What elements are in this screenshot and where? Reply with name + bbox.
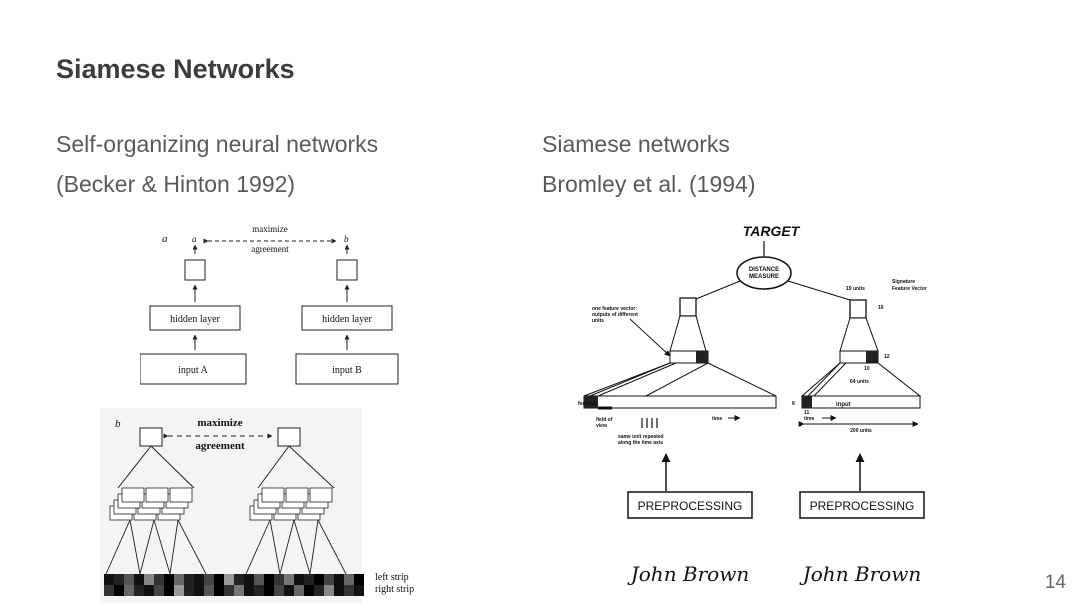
right-strip-label: right strip [375, 584, 414, 595]
output-unit-right [336, 259, 358, 281]
slide-title: Siamese Networks [56, 54, 295, 84]
node-a-label: a [192, 234, 197, 244]
agreement-label-a: agreement [251, 244, 289, 254]
units-64-label: 64 units [850, 379, 869, 385]
feature-vector-left [679, 297, 697, 317]
figure-b: b maximize agreement left strip right st… [100, 408, 414, 603]
num-11-label: 11 [804, 410, 810, 416]
panel-a-label: a [162, 233, 168, 245]
figure-bromley: TARGET DISTANCE MEASURE one feature vect… [578, 223, 927, 586]
connection-lines [105, 445, 347, 575]
distance-measure-node [736, 256, 792, 290]
maximize-label-a: maximize [252, 224, 288, 234]
maximize-label-b: maximize [197, 417, 242, 429]
signature-right: John Brown [799, 562, 921, 586]
hidden-stacks [109, 487, 333, 521]
feature-vector-note-2: outputs of different [592, 312, 638, 318]
lower-cone-left [583, 362, 777, 397]
target-label: TARGET [743, 223, 801, 239]
input-layer-right [801, 395, 921, 409]
signature-left: John Brown [627, 562, 749, 586]
num-10-label: 10 [864, 366, 870, 372]
num-16-label: 16 [878, 305, 884, 311]
upper-cone-left [669, 315, 707, 352]
field-of-view-1: field of [596, 417, 613, 423]
units-19-label: 19 units [846, 286, 865, 292]
feature-vector-note-3: units [592, 318, 604, 324]
input-b-label: input B [332, 365, 362, 376]
node-b-label: b [344, 234, 349, 244]
agreement-label-b: agreement [195, 440, 245, 452]
num-12-label: 12 [884, 354, 890, 360]
input-strip [104, 574, 364, 596]
input-layer-left [583, 395, 777, 409]
signature-label-1: Signature [892, 279, 915, 285]
left-subtitle-line1: Self-organizing neural networks [56, 131, 379, 157]
time-label-right: time [804, 416, 815, 422]
output-unit-left [184, 259, 206, 281]
input-a-box [140, 353, 247, 385]
time-label-left: time [712, 416, 723, 422]
upper-cone-right [839, 317, 879, 352]
field-of-view-2: view [596, 423, 607, 429]
input-label: input [836, 402, 851, 408]
hidden-layer-left [149, 305, 241, 331]
output-node-left-b [139, 427, 163, 447]
feature-vector-note-1: one feature vector: [592, 306, 637, 312]
hidden-layer-right-label: hidden layer [322, 314, 372, 325]
units-200-label: 200 units [850, 428, 872, 434]
distance-label-2: MEASURE [749, 274, 779, 280]
right-subtitle: Siamese networks Bromley et al. (1994) [542, 124, 755, 204]
hidden-layer-left-label: hidden layer [170, 314, 220, 325]
input-a-label: input A [178, 365, 209, 376]
signature-label-2: Feature Vector [892, 286, 927, 292]
preprocessing-right-box [799, 491, 925, 519]
page-number: 14 [1044, 572, 1066, 593]
repeated-note-2: along the time axis [618, 440, 663, 446]
repeat-arrows [641, 418, 658, 428]
preprocessing-right-label: PREPROCESSING [810, 499, 915, 513]
left-strip-label: left strip [375, 572, 409, 583]
output-node-right-b [277, 427, 301, 447]
feature-vector-right [849, 299, 867, 319]
left-subtitle-line2: (Becker & Hinton 1992) [56, 171, 296, 197]
hidden-layer-right [301, 305, 393, 331]
preprocessing-left-box [627, 491, 753, 519]
input-b-box [295, 353, 399, 385]
figure-a: a a b maximize agreement hidden layer hi… [140, 224, 399, 385]
features-label: features [578, 401, 598, 407]
repeated-note-1: same unit repeated [618, 434, 664, 440]
right-subtitle-line2: Bromley et al. (1994) [542, 171, 756, 197]
distance-label-1: DISTANCE [749, 267, 779, 273]
right-subtitle-line1: Siamese networks [542, 131, 730, 157]
preprocessing-left-label: PREPROCESSING [638, 499, 743, 513]
num-8-label: 8 [792, 401, 795, 407]
panel-b-label: b [115, 418, 121, 430]
left-subtitle: Self-organizing neural networks (Becker … [56, 124, 378, 204]
